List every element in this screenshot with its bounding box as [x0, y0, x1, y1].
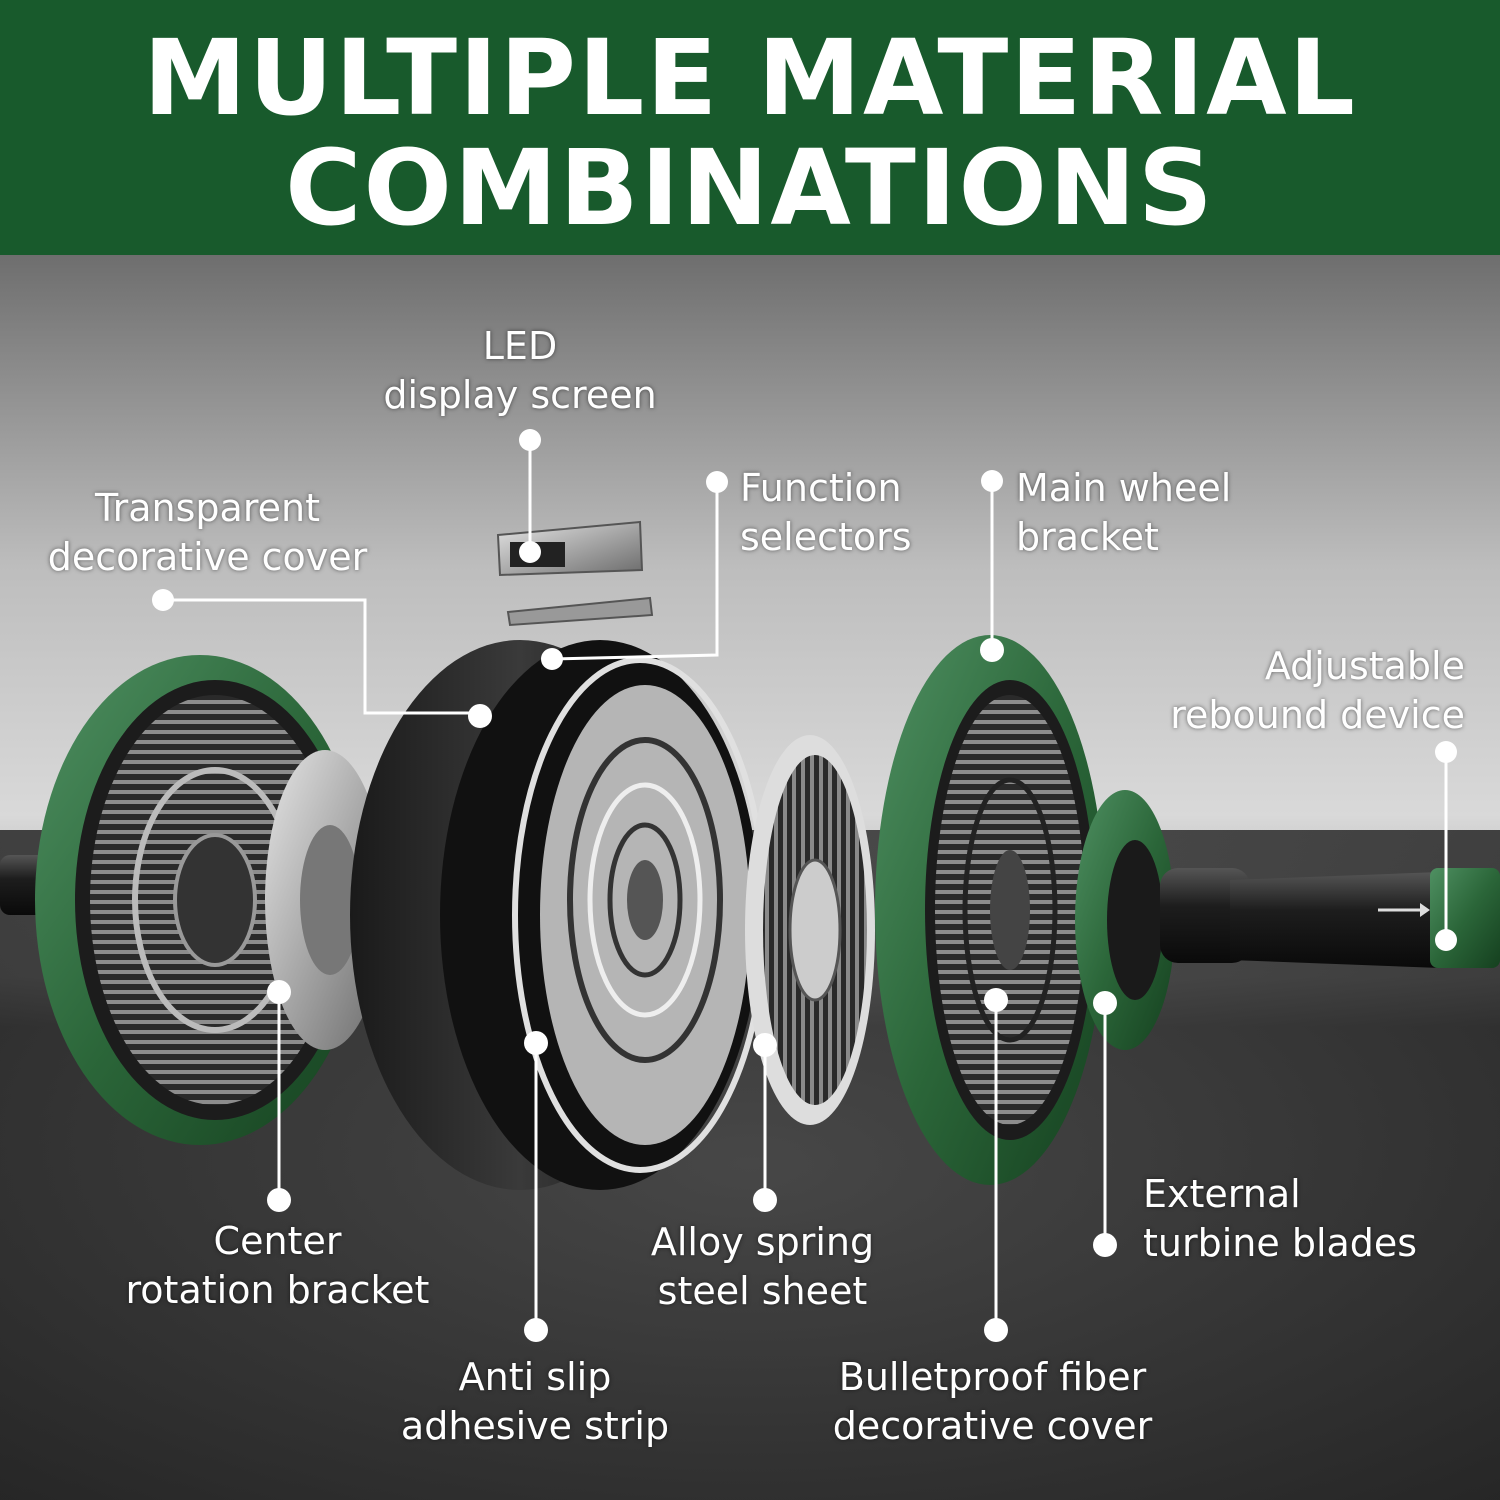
alloy-spring-plate — [745, 735, 875, 1125]
title-banner: MULTIPLE MATERIAL COMBINATIONS — [0, 0, 1500, 255]
callout-main-wheel-bracket: Main wheel bracket — [1016, 466, 1232, 559]
callout-adjustable-rebound: Adjustable rebound device — [1170, 644, 1465, 737]
callout-external-turbine: External turbine blades — [1143, 1172, 1418, 1265]
right-handle — [1160, 868, 1500, 968]
callout-alloy-spring: Alloy spring steel sheet — [650, 1220, 875, 1313]
external-turbine-ring — [1075, 790, 1175, 1050]
main-tire — [350, 640, 768, 1190]
callout-bulletproof-fiber: Bulletproof fiber decorative cover — [832, 1355, 1153, 1448]
callout-function-selectors: Function selectors — [740, 466, 912, 559]
callout-transparent-cover: Transparent decorative cover — [47, 486, 368, 579]
callout-anti-slip: Anti slip adhesive strip — [400, 1355, 670, 1448]
exploded-wheel-illustration — [0, 255, 1500, 1500]
title-line-1: MULTIPLE MATERIAL — [143, 17, 1357, 139]
title-line-2: COMBINATIONS — [285, 127, 1215, 249]
leader-dots — [152, 429, 1457, 1342]
right-green-wheel — [875, 635, 1105, 1185]
leader-lines — [163, 440, 1448, 1330]
callout-center-rotation: Center rotation bracket — [125, 1219, 430, 1312]
callout-led-display: LED display screen — [383, 324, 657, 417]
